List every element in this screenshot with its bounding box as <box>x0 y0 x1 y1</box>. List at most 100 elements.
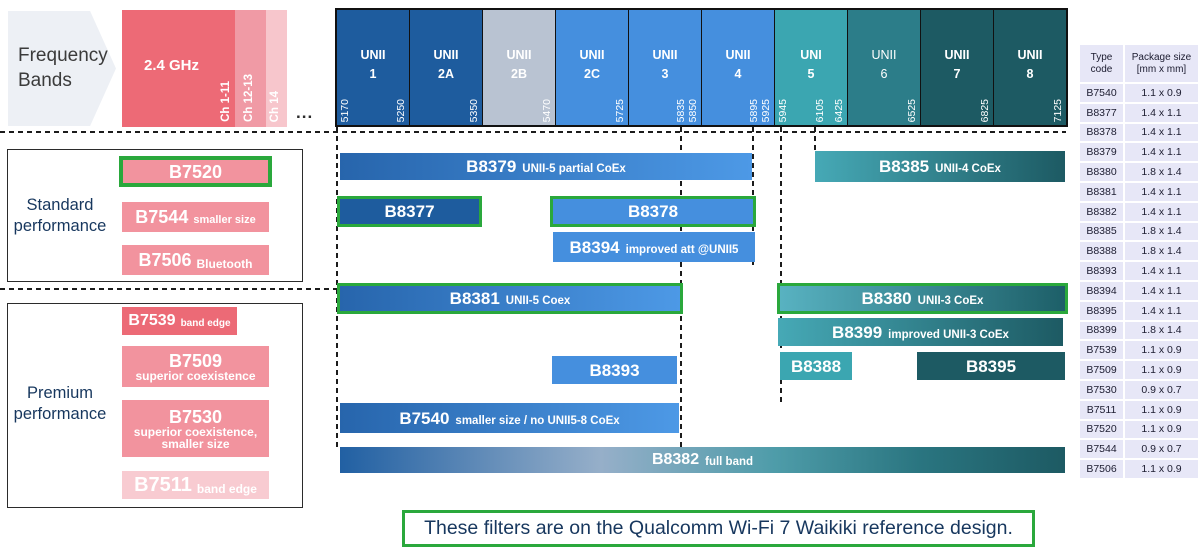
filter-code: B7509 <box>168 350 223 371</box>
filter-b7511: B7511 band edge <box>122 471 269 499</box>
dashed-line-horizontal-top <box>0 131 1066 133</box>
band-2-4ghz-ch14: Ch 14 <box>269 90 281 122</box>
type-code: B8394 <box>1080 281 1125 302</box>
filter-bar-b8382: B8382 full band <box>340 447 1065 473</box>
header-line: Type <box>1090 52 1113 63</box>
freq-label: 5470 <box>541 98 553 122</box>
package-size: 1.4 x 1.1 <box>1125 281 1198 302</box>
band-name: UNII <box>506 48 532 62</box>
package-size: 1.1 x 0.9 <box>1125 420 1198 441</box>
type-code: B8377 <box>1080 103 1125 124</box>
package-size: 1.4 x 1.1 <box>1125 182 1198 203</box>
band-num: 1 <box>369 67 377 82</box>
unii-band-2a: UNII 2A 5350 <box>410 10 483 125</box>
filter-note: smaller size <box>161 436 230 451</box>
filter-bar-b8377: B8377 <box>337 196 482 227</box>
package-size: 1.1 x 0.9 <box>1125 84 1198 104</box>
band-num: 2C <box>584 67 600 82</box>
band-2-4ghz-ch1-11: Ch 1-11 <box>220 81 232 122</box>
filter-note: Bluetooth <box>196 256 253 271</box>
package-size: 1.4 x 1.1 <box>1125 103 1198 124</box>
band-name: UNII <box>652 48 678 62</box>
header-line: [mm x mm] <box>1136 63 1187 75</box>
filter-code: B7511 <box>134 474 192 496</box>
band-num: 7 <box>953 67 961 82</box>
freq-label: 5350 <box>468 98 480 122</box>
package-size: 1.4 x 1.1 <box>1125 262 1198 282</box>
package-size: 1.4 x 1.1 <box>1125 301 1198 322</box>
filter-code: B8393 <box>589 360 640 380</box>
band-num: 2A <box>438 67 454 82</box>
dashed-line-6105 <box>814 127 816 153</box>
type-code: B7530 <box>1080 380 1125 401</box>
freq-label: 5945 <box>777 98 789 122</box>
filter-note: UNII-5 Coex <box>505 295 571 308</box>
filter-b7506: B7506 Bluetooth <box>122 245 269 275</box>
package-size: 1.8 x 1.4 <box>1125 163 1198 183</box>
header-line: code <box>1090 63 1113 75</box>
filter-note: smaller size / no UNII5-8 CoEx <box>455 414 620 427</box>
freq-label: 5835 <box>675 98 687 122</box>
type-code: B7540 <box>1080 84 1125 104</box>
band-num: 4 <box>734 67 742 82</box>
type-code: B8380 <box>1080 163 1125 183</box>
package-size: 1.8 x 1.4 <box>1125 242 1198 263</box>
type-code: B8393 <box>1080 262 1125 282</box>
filter-code: B8379 <box>466 157 517 176</box>
filter-note: UNII-4 CoEx <box>935 163 1001 176</box>
band-num: 6 <box>880 67 888 82</box>
band-gap-ellipsis: ... <box>296 103 314 122</box>
filter-b7539: B7539 band edge <box>122 307 237 335</box>
filter-bar-b8388: B8388 <box>780 352 852 380</box>
type-code: B8379 <box>1080 143 1125 164</box>
filter-b7544: B7544 smaller size <box>122 202 269 232</box>
band-name: UNII <box>1017 48 1043 62</box>
band-num: 8 <box>1026 67 1034 82</box>
freq-label: 5725 <box>614 98 626 122</box>
type-code: B8385 <box>1080 222 1125 243</box>
header-line: Package size <box>1131 52 1192 63</box>
filter-bar-b8378: B8378 <box>550 196 756 227</box>
filter-note: superior coexistence, <box>133 424 258 439</box>
filter-bar-b8381: B8381 UNII-5 Coex <box>337 283 683 314</box>
filter-code: B7539 <box>128 312 176 329</box>
band-name: UNII <box>433 48 459 62</box>
package-size: 1.1 x 0.9 <box>1125 341 1198 362</box>
freq-label: 5170 <box>339 98 351 122</box>
standard-label-line1: Standard <box>26 196 94 214</box>
filter-bar-b8399: B8399 improved UNII-3 CoEx <box>778 318 1063 346</box>
filter-code: B7530 <box>168 406 223 427</box>
filter-bar-b7540: B7540 smaller size / no UNII5-8 CoEx <box>340 403 679 433</box>
band-num: 3 <box>661 67 669 82</box>
dashed-line-5945 <box>780 127 782 405</box>
filter-note: improved UNII-3 CoEx <box>888 328 1009 341</box>
standard-label-line2: performance <box>13 217 107 236</box>
package-size: 1.1 x 0.9 <box>1125 361 1198 381</box>
freq-label: 6525 <box>906 98 918 122</box>
band-num: 2B <box>511 67 527 82</box>
filter-note: UNII-5 partial CoEx <box>522 163 626 176</box>
filter-note: UNII-3 CoEx <box>917 295 984 308</box>
filter-b7509: B7509 superior coexistence <box>122 346 269 387</box>
freq-label: 5925 <box>760 98 772 122</box>
filter-code: B8385 <box>879 157 930 176</box>
filter-note: band edge <box>196 481 257 496</box>
filter-b7520: B7520 <box>119 156 272 187</box>
frequency-bands-line1: Frequency <box>18 44 108 66</box>
